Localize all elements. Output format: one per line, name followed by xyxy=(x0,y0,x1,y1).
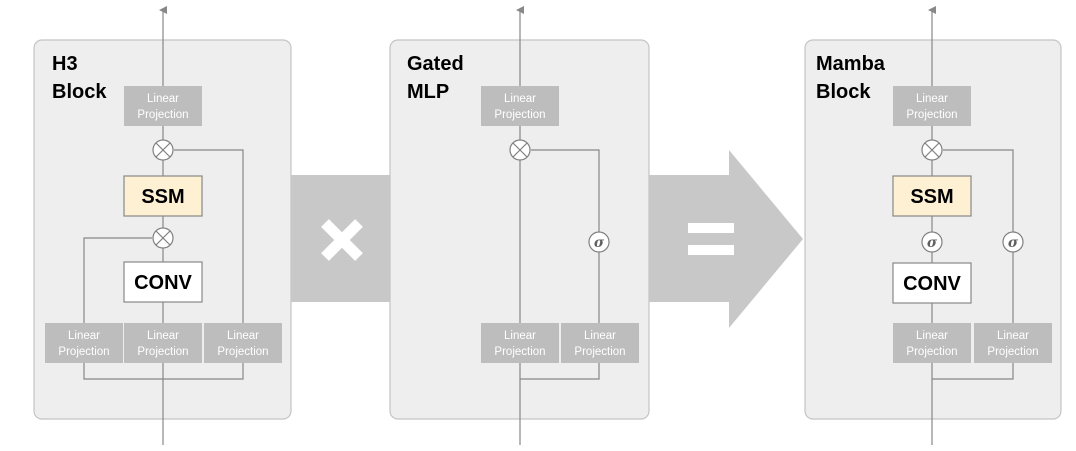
mamba-multiply-icon-stroke-b xyxy=(924,142,940,158)
h3-br-proj-line1: Linear xyxy=(227,330,259,342)
gated-right-branch-line xyxy=(531,149,600,323)
h3-conv-box xyxy=(123,261,203,303)
mamba-block-panel: Mamba Block Linear Projection SSM σ σ CO… xyxy=(804,6,1062,445)
gated-bl-proj-line1: Linear xyxy=(504,330,536,342)
equals-operator xyxy=(649,150,803,328)
gated-bl-proj-line2: Projection xyxy=(494,346,545,358)
h3-bl-proj-line2: Projection xyxy=(58,346,109,358)
gated-bottom-right-linear-projection xyxy=(561,323,639,363)
equals-icon-top-bar xyxy=(688,223,734,233)
gated-sigma-activation-icon xyxy=(588,231,610,253)
h3-left-branch-line xyxy=(83,237,152,323)
equals-icon xyxy=(688,223,734,255)
h3-ssm-box xyxy=(123,175,203,217)
h3-conv-label: CONV xyxy=(134,272,192,294)
mamba-sigma-activation-icon-right xyxy=(1002,231,1024,253)
mamba-conv-box xyxy=(892,262,972,304)
mamba-title-line1: Mamba xyxy=(816,53,886,75)
mamba-right-branch-line xyxy=(943,149,1014,323)
mamba-top-linear-projection xyxy=(893,86,971,126)
gated-title-line2: MLP xyxy=(407,81,449,103)
mamba-top-proj-line2: Projection xyxy=(906,109,957,121)
mamba-sigma-label-right: σ xyxy=(1008,235,1019,251)
gated-top-linear-projection xyxy=(481,86,559,126)
mamba-ssm-label: SSM xyxy=(910,186,953,208)
mamba-br-proj-line2: Projection xyxy=(987,346,1038,358)
h3-bl-proj-line1: Linear xyxy=(68,330,100,342)
gated-multiply-icon-stroke-b xyxy=(512,142,528,158)
h3-top-proj-line1: Linear xyxy=(147,93,179,105)
h3-title-line2: Block xyxy=(52,81,107,103)
mamba-br-proj-line1: Linear xyxy=(997,330,1029,342)
multiply-operator xyxy=(291,175,390,302)
equals-icon-bottom-bar xyxy=(688,245,734,255)
mamba-bottom-right-linear-projection xyxy=(974,323,1052,363)
mamba-sigma-activation-icon-left xyxy=(921,231,943,253)
gated-input-distribution-line xyxy=(520,362,600,380)
h3-multiply-icon-bottom-stroke-b xyxy=(155,230,171,246)
gated-top-proj-line2: Projection xyxy=(494,109,545,121)
gated-mlp-panel: Gated MLP Linear Projection σ Linear Pro… xyxy=(389,6,650,445)
mamba-input-distribution-line xyxy=(932,362,1014,380)
equals-operator-arrow xyxy=(649,150,803,328)
mamba-bl-proj-line2: Projection xyxy=(906,346,957,358)
h3-right-branch-line xyxy=(174,149,244,323)
gated-br-proj-line1: Linear xyxy=(584,330,616,342)
gated-top-proj-line1: Linear xyxy=(504,93,536,105)
gated-sigma-label: σ xyxy=(594,235,605,251)
h3-bottom-center-linear-projection xyxy=(124,323,202,363)
gated-bottom-left-linear-projection xyxy=(481,323,559,363)
h3-top-proj-line2: Projection xyxy=(137,109,188,121)
gated-title-line1: Gated xyxy=(407,53,464,75)
mamba-top-proj-line1: Linear xyxy=(916,93,948,105)
mamba-sigma-label-left: σ xyxy=(927,235,938,251)
multiply-operator-icon xyxy=(321,219,363,261)
mamba-title-line2: Block xyxy=(816,81,871,103)
mamba-bl-proj-line1: Linear xyxy=(916,330,948,342)
h3-top-linear-projection xyxy=(124,86,202,126)
h3-ssm-label: SSM xyxy=(141,186,184,208)
mamba-bottom-left-linear-projection xyxy=(893,323,971,363)
multiply-operator-stroke-b xyxy=(321,219,363,261)
h3-br-proj-line2: Projection xyxy=(217,346,268,358)
mamba-conv-label: CONV xyxy=(903,273,961,295)
h3-multiply-icon-top-stroke-b xyxy=(155,142,171,158)
mamba-ssm-box xyxy=(892,175,972,217)
gated-br-proj-line2: Projection xyxy=(574,346,625,358)
h3-bottom-left-linear-projection xyxy=(45,323,123,363)
h3-block-panel: H3 Block Linear Projection SSM CONV Line… xyxy=(33,6,292,445)
h3-bc-proj-line1: Linear xyxy=(147,330,179,342)
h3-bottom-right-linear-projection xyxy=(204,323,282,363)
h3-title-line1: H3 xyxy=(52,53,78,75)
h3-input-distribution-line xyxy=(83,362,244,380)
h3-bc-proj-line2: Projection xyxy=(137,346,188,358)
